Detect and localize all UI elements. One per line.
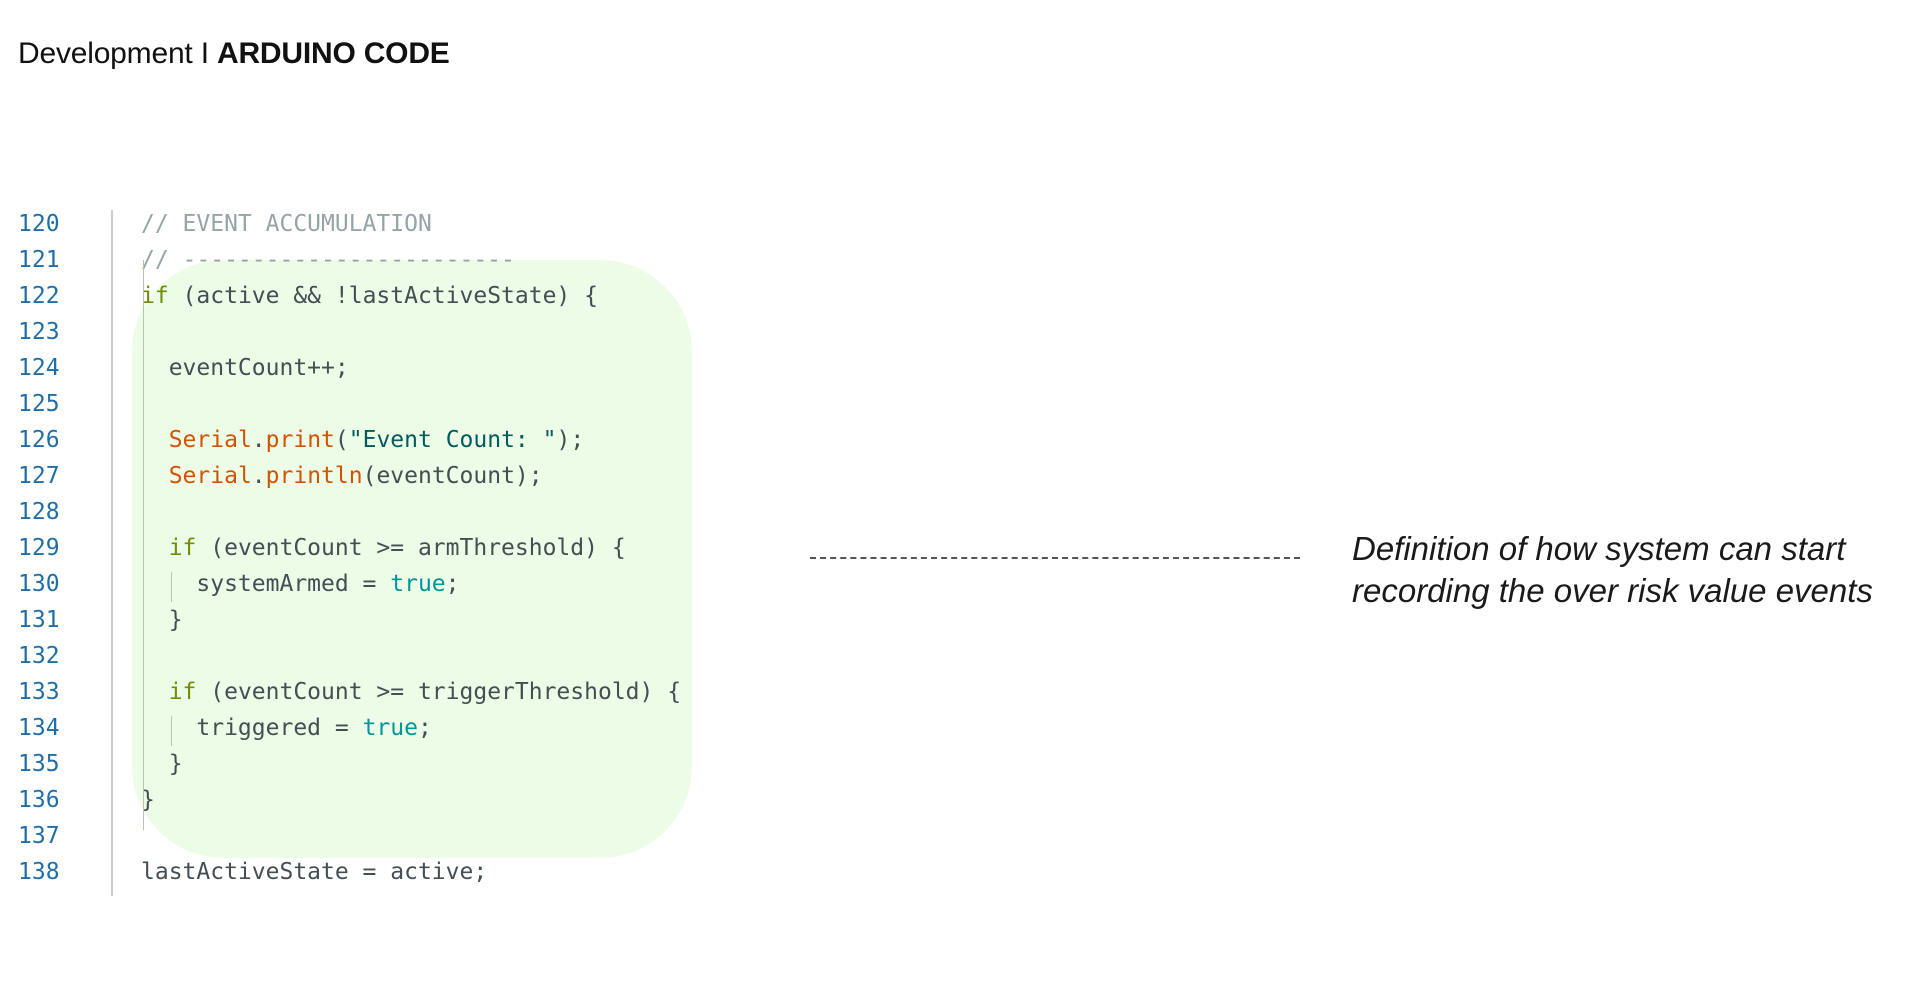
code-token: Serial xyxy=(168,427,252,453)
line-number: 133 xyxy=(18,679,60,705)
line-number: 135 xyxy=(18,751,60,777)
code-token: Serial xyxy=(168,463,252,489)
code-text: } xyxy=(141,782,155,818)
code-token: if xyxy=(141,283,169,309)
code-token: // EVENT ACCUMULATION xyxy=(141,211,432,237)
annotation-text: Definition of how system can start recor… xyxy=(1352,530,1873,609)
line-number: 123 xyxy=(18,319,60,345)
code-text: if (active && !lastActiveState) { xyxy=(141,278,598,314)
code-token: (active && !lastActiveState) { xyxy=(168,283,598,309)
code-token: (eventCount >= armThreshold) { xyxy=(196,535,626,561)
code-token: true xyxy=(362,715,418,741)
code-token: } xyxy=(141,787,155,813)
page-title: Development I ARDUINO CODE xyxy=(18,34,450,74)
code-text: Serial.println(eventCount); xyxy=(141,458,543,494)
code-token: } xyxy=(141,607,183,633)
code-token xyxy=(141,679,169,705)
code-text: if (eventCount >= armThreshold) { xyxy=(141,530,626,566)
code-token: print xyxy=(265,427,335,453)
code-token: . xyxy=(251,427,266,453)
indent-guide xyxy=(143,260,144,830)
line-number: 131 xyxy=(18,607,60,633)
code-text: } xyxy=(141,602,183,638)
header-topic-label: ARDUINO CODE xyxy=(216,37,450,70)
code-token: ( xyxy=(334,427,349,453)
code-token: ; xyxy=(445,571,460,597)
code-token: eventCount++; xyxy=(141,355,349,381)
line-number: 121 xyxy=(18,247,60,273)
code-token: } xyxy=(141,751,183,777)
code-token: println xyxy=(265,463,363,489)
code-text: Serial.print("Event Count: "); xyxy=(141,422,584,458)
line-number: 120 xyxy=(18,211,60,237)
code-token: ); xyxy=(556,427,585,453)
header-section-label: Development I xyxy=(18,37,209,70)
code-token xyxy=(141,463,169,489)
code-text: eventCount++; xyxy=(141,350,349,386)
code-token: (eventCount); xyxy=(362,463,543,489)
code-token xyxy=(141,535,169,561)
code-token: triggered = xyxy=(141,715,363,741)
code-text: // EVENT ACCUMULATION xyxy=(141,206,432,242)
code-token: ; xyxy=(417,715,432,741)
code-token: . xyxy=(251,463,266,489)
line-number: 136 xyxy=(18,787,60,813)
code-token: if xyxy=(168,535,197,561)
code-text: systemArmed = true; xyxy=(141,566,460,602)
line-number: 132 xyxy=(18,643,60,669)
indent-guide xyxy=(171,572,172,602)
line-number: 128 xyxy=(18,499,60,525)
code-token: // ------------------------ xyxy=(141,247,515,273)
code-token: "Event Count: " xyxy=(348,427,557,453)
line-number: 134 xyxy=(18,715,60,741)
code-token: (eventCount >= triggerThreshold) { xyxy=(196,679,682,705)
annotation-connector-line xyxy=(810,557,1300,559)
line-number: 130 xyxy=(18,571,60,597)
code-token: systemArmed = xyxy=(141,571,391,597)
line-number: 124 xyxy=(18,355,60,381)
gutter-divider xyxy=(111,210,113,896)
code-token: lastActiveState = active; xyxy=(141,859,488,885)
line-number: 138 xyxy=(18,859,60,885)
code-text: lastActiveState = active; xyxy=(141,854,487,890)
code-token: if xyxy=(168,679,197,705)
code-token: true xyxy=(390,571,446,597)
code-token xyxy=(141,427,169,453)
code-text: if (eventCount >= triggerThreshold) { xyxy=(141,674,681,710)
line-number: 127 xyxy=(18,463,60,489)
line-number: 129 xyxy=(18,535,60,561)
line-number: 122 xyxy=(18,283,60,309)
code-screenshot: 120 // EVENT ACCUMULATION 121 // ----------… xyxy=(0,206,760,906)
code-text: triggered = true; xyxy=(141,710,432,746)
code-highlight-region xyxy=(132,260,692,858)
code-text: // ------------------------ xyxy=(141,242,515,278)
code-text: } xyxy=(141,746,183,782)
line-number: 125 xyxy=(18,391,60,417)
line-number: 137 xyxy=(18,823,60,849)
indent-guide xyxy=(171,716,172,746)
line-number: 126 xyxy=(18,427,60,453)
